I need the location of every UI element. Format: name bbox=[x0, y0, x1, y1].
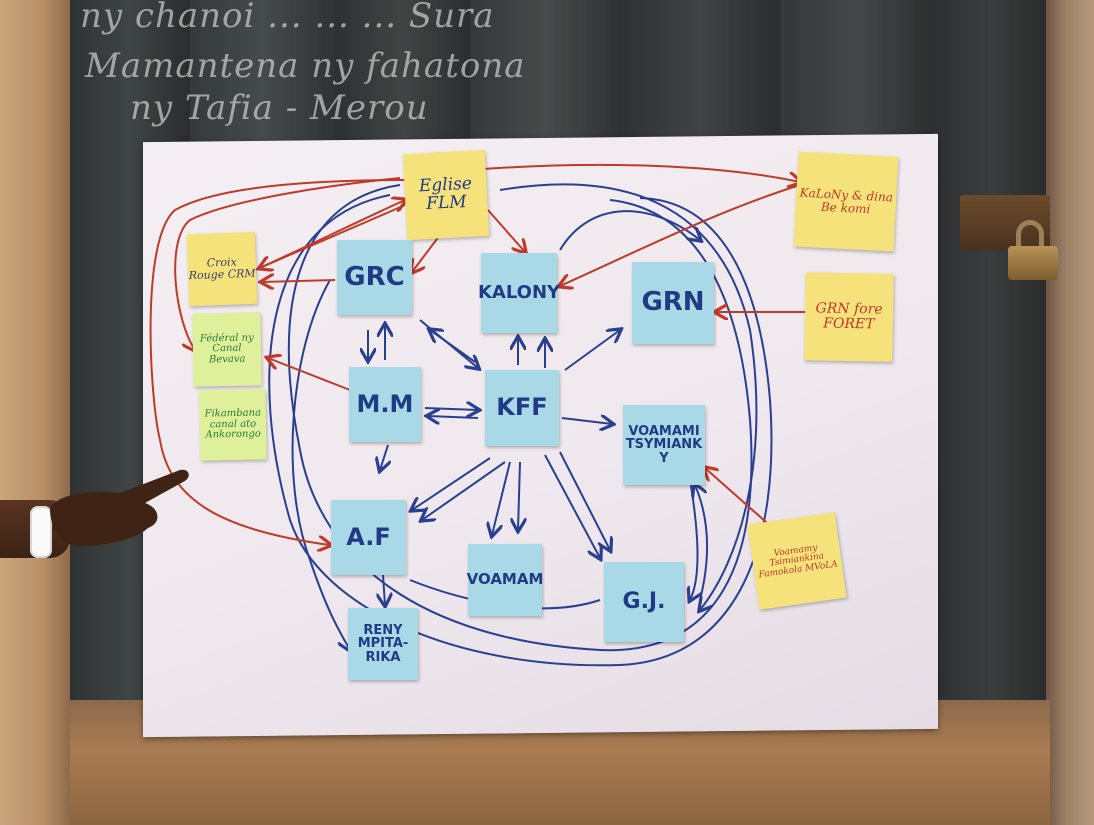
card-fikambanana: Fikambana canal ato Ankorongo bbox=[199, 389, 267, 461]
card-mm: M.M bbox=[349, 367, 421, 442]
wristwatch bbox=[30, 506, 52, 558]
wall-left bbox=[0, 0, 70, 825]
pointing-hand bbox=[50, 469, 189, 546]
wall-right bbox=[1046, 0, 1094, 825]
door-plank bbox=[930, 0, 1050, 825]
card-eglise-flm: Eglise FLM bbox=[402, 149, 490, 241]
card-grn: GRN bbox=[632, 262, 714, 344]
card-gj: G.J. bbox=[604, 562, 684, 642]
padlock-shackle bbox=[1016, 220, 1044, 250]
card-grc: GRC bbox=[337, 240, 412, 315]
card-grn-foret: GRN fore FORET bbox=[804, 272, 894, 362]
chalk-text-line1: ny chanoi ... ... ... Sura bbox=[80, 0, 495, 36]
card-kff: KFF bbox=[485, 370, 559, 446]
card-kalony: KALONY bbox=[478, 253, 560, 333]
card-voamami-tsymianky: VOAMAMI TSYMIANK Y bbox=[623, 405, 705, 485]
card-federal: Fédéral ny Canal Bevava bbox=[192, 312, 262, 387]
chalk-text-line2: Mamantena ny fahatona bbox=[85, 46, 526, 86]
card-croix-rouge: Croix Rouge CRM bbox=[186, 231, 258, 307]
card-voamamy-mvola: Voamamy Tsimiankina Famokola MVoLA bbox=[747, 512, 847, 610]
card-reny-mpitarika: RENY MPITA- RIKA bbox=[348, 608, 418, 680]
card-voamam: VOAMAM bbox=[467, 544, 543, 616]
chalk-text-line3: ny Tafia - Merou bbox=[130, 88, 429, 128]
padlock bbox=[1008, 246, 1058, 280]
card-af: A.F bbox=[331, 500, 406, 575]
card-kalony-dina: KaLoNy & dina Be komi bbox=[793, 151, 899, 252]
